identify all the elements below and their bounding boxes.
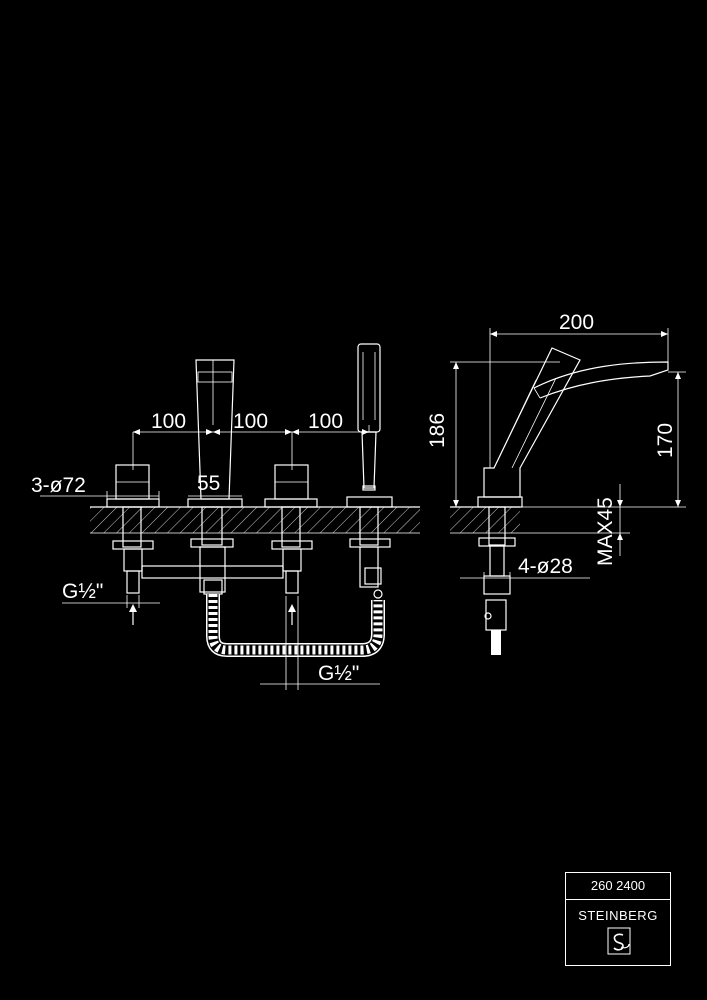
steinberg-logo-icon [607,927,631,955]
front-view [40,343,420,690]
dim-spacing-2: 100 [233,410,268,433]
dim-spacing-1: 100 [151,410,186,433]
dim-spout-width: 55 [197,472,220,495]
dim-holes-side: 4-ø28 [518,555,573,578]
right-handle [264,464,318,508]
left-handle [106,464,160,508]
side-view [450,328,686,655]
side-dimensions [450,328,686,584]
product-code: 260 2400 [566,873,670,900]
flow-arrows [129,604,296,625]
supply-pipes [123,546,302,595]
dim-spacing-3: 100 [308,410,343,433]
title-block: 260 2400 STEINBERG [565,872,671,966]
side-spout [477,347,669,508]
dim-projection: 200 [559,311,594,334]
deck-side [450,506,630,534]
dim-inlet-bottom: G½" [318,662,359,685]
dim-holes-front: 3-ø72 [31,474,86,497]
front-dimensions [40,360,380,690]
deck-front [90,506,420,534]
dim-height-outlet: 170 [654,423,677,458]
brand-name: STEINBERG [578,908,658,923]
hand-shower [346,343,393,508]
side-shank [478,506,516,655]
shower-hose [206,546,385,657]
dim-height-total: 186 [426,413,449,448]
dim-inlet-left: G½" [62,580,103,603]
dim-deck-thickness: MAX45 [594,497,617,566]
